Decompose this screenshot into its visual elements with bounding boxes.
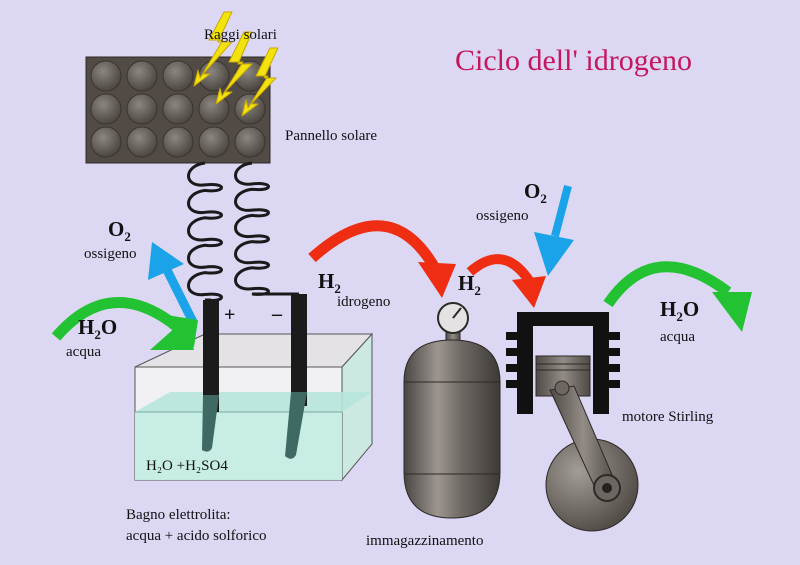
solar-cell bbox=[126, 60, 158, 92]
water-in-o: O bbox=[101, 315, 117, 339]
oxygen-in-arrow bbox=[534, 184, 574, 276]
oxygen-formula-right: O2 bbox=[524, 179, 547, 206]
cathode-submerged bbox=[285, 392, 307, 459]
oxygen-formula-left: O2 bbox=[108, 217, 131, 244]
solar-cell bbox=[90, 93, 122, 125]
cathode-electrode bbox=[291, 294, 307, 406]
water-in-label: acqua bbox=[66, 344, 101, 360]
water-out-arrow bbox=[603, 261, 752, 332]
anode-electrode bbox=[203, 300, 219, 412]
oxygen-label-right: ossigeno bbox=[476, 208, 529, 224]
water-out-formula: H2O bbox=[660, 297, 699, 324]
solar-cell bbox=[198, 126, 230, 158]
electrolysis-tank bbox=[134, 294, 374, 482]
bath-caption-line1: Bagno elettrolita: bbox=[126, 507, 231, 523]
storage-label: immagazzinamento bbox=[366, 533, 483, 549]
water-out-o: O bbox=[683, 297, 699, 321]
anode-submerged bbox=[202, 395, 219, 452]
bath-caption-line2: acqua + acido solforico bbox=[126, 528, 267, 544]
solar-cell bbox=[198, 93, 230, 125]
solar-cell bbox=[162, 93, 194, 125]
sun-rays-icon bbox=[193, 11, 279, 117]
hydrogen-flow-h: H bbox=[318, 269, 334, 293]
diagram-title: Ciclo dell' idrogeno bbox=[455, 44, 692, 77]
oxygen-subscript-right: 2 bbox=[540, 191, 547, 206]
coiled-wires bbox=[187, 161, 299, 302]
oxygen-label-left: ossigeno bbox=[84, 246, 137, 262]
hydrogen-flow-subscript: 2 bbox=[334, 281, 341, 296]
water-out-subscript: 2 bbox=[676, 309, 683, 324]
oxygen-out-arrow bbox=[148, 242, 198, 325]
minus-sign: – bbox=[271, 303, 283, 325]
water-out-h: H bbox=[660, 297, 676, 321]
water-out-label: acqua bbox=[660, 329, 695, 345]
solar-cell bbox=[126, 93, 158, 125]
plus-sign: + bbox=[224, 304, 235, 326]
oxygen-subscript-left: 2 bbox=[124, 229, 131, 244]
water-in-formula: H2O bbox=[78, 315, 117, 342]
solar-cell bbox=[234, 126, 266, 158]
storage-subscript: 2 bbox=[474, 283, 481, 298]
hydrogen-flow-label: idrogeno bbox=[337, 294, 390, 310]
water-in-subscript: 2 bbox=[94, 327, 101, 342]
solar-cell bbox=[162, 126, 194, 158]
bath-formula: H₂O +H₂SO4 bbox=[146, 458, 228, 474]
hydrogen-tank bbox=[403, 302, 501, 519]
solar-cell bbox=[126, 126, 158, 158]
solar-cell bbox=[90, 126, 122, 158]
solar-cell bbox=[162, 60, 194, 92]
storage-h: H bbox=[458, 271, 474, 295]
solar-panel-label: Pannello solare bbox=[285, 128, 377, 144]
storage-h2-formula: H2 bbox=[458, 271, 481, 298]
solar-cell bbox=[90, 60, 122, 92]
sun-rays-label: Raggi solari bbox=[204, 27, 277, 43]
hydrogen-flow-arrow bbox=[308, 220, 456, 298]
stirling-engine bbox=[506, 312, 639, 532]
water-in-arrow bbox=[51, 297, 198, 350]
hydrogen-to-engine-arrow bbox=[466, 254, 546, 308]
oxygen-letter-left: O bbox=[108, 217, 124, 241]
oxygen-letter-right: O bbox=[524, 179, 540, 203]
hydrogen-flow-formula: H2 bbox=[318, 269, 341, 296]
engine-label: motore Stirling bbox=[622, 409, 714, 425]
water-in-h: H bbox=[78, 315, 94, 339]
